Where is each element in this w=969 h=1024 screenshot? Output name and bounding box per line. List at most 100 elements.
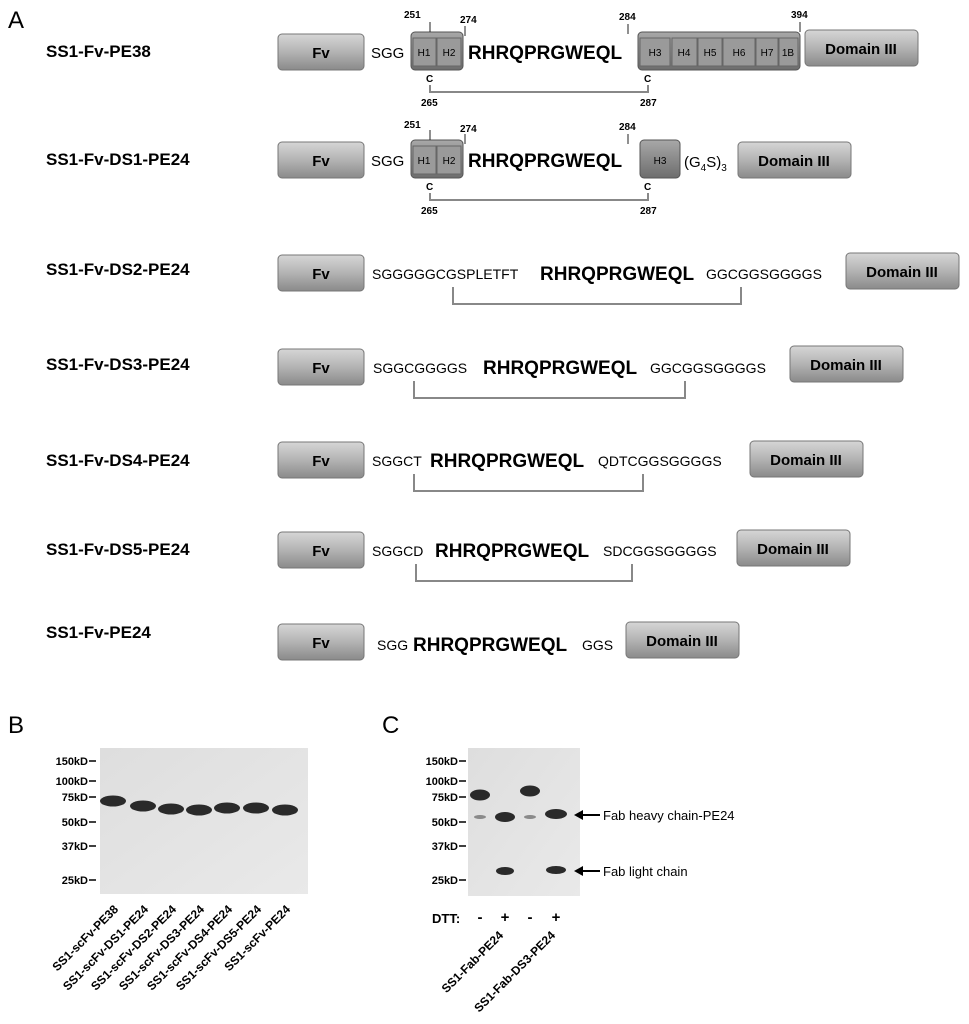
- cys-label-2: C: [644, 182, 651, 193]
- construct-name: SS1-Fv-DS1-PE24: [46, 150, 190, 169]
- domain-iii-label: Domain III: [866, 264, 938, 281]
- linker-left: SGG: [371, 45, 404, 62]
- helix-h4-label: H4: [678, 48, 691, 59]
- fv-box: [277, 33, 365, 71]
- gel-band: [524, 815, 536, 819]
- linker-left: SGGGGGCGSPLETFT: [372, 266, 519, 282]
- gel-b-image: [100, 748, 308, 894]
- residue-284: 284: [619, 122, 636, 133]
- dtt-sign: +: [501, 909, 510, 926]
- gel-band: [474, 815, 486, 819]
- domain-iii-label: Domain III: [646, 633, 718, 650]
- fv-box: [277, 141, 365, 179]
- construct-name: SS1-Fv-PE38: [46, 42, 151, 61]
- dtt-sign: -: [528, 909, 533, 926]
- core-sequence: RHRQPRGWEQL: [435, 541, 590, 562]
- dtt-sign: +: [552, 909, 561, 926]
- fv-label: Fv: [312, 45, 330, 62]
- gel-c-image: [468, 748, 580, 896]
- domain-iii-box: [845, 252, 960, 290]
- disulfide-bond: [415, 564, 633, 582]
- helix-h7: [755, 37, 779, 67]
- construct-row-4: SS1-Fv-DS3-PE24 Fv SGGCGGGGS RHRQPRGWEQL…: [46, 345, 904, 399]
- residue-284: 284: [619, 12, 636, 23]
- linker-right: (G4S)3: [684, 154, 727, 174]
- helix-h3-label: H3: [649, 48, 662, 59]
- fv-label: Fv: [312, 635, 330, 652]
- construct-name: SS1-Fv-DS5-PE24: [46, 540, 190, 559]
- helix-h2-label: H2: [443, 48, 456, 59]
- fv-label: Fv: [312, 153, 330, 170]
- linker-left: SGGCD: [372, 543, 423, 559]
- helix-h2-label: H2: [443, 156, 456, 167]
- marker-label: 75kD: [62, 792, 88, 804]
- disulfide-bond: [413, 381, 686, 399]
- panel-label-b: B: [8, 712, 24, 739]
- core-sequence: RHRQPRGWEQL: [430, 451, 585, 472]
- gel-band: [495, 812, 515, 822]
- cys-label-1: C: [426, 182, 433, 193]
- helix-h3-box: [639, 139, 681, 179]
- marker-label: 37kD: [432, 841, 458, 853]
- construct-row-2: SS1-Fv-DS1-PE24 Fv SGG H1 H2 RHRQPRGWEQL…: [46, 120, 852, 217]
- marker-label: 150kD: [56, 756, 88, 768]
- residue-274: 274: [460, 124, 477, 135]
- arrow-label-heavy-chain: Fab heavy chain-PE24: [603, 808, 735, 823]
- domain-iii-box: [789, 345, 904, 383]
- disulfide-bond: [413, 474, 644, 492]
- cys-label-2: C: [644, 74, 651, 85]
- helix-h7-label: H7: [761, 48, 774, 59]
- construct-name: SS1-Fv-PE24: [46, 623, 151, 642]
- marker-label: 25kD: [432, 875, 458, 887]
- marker-label: 25kD: [62, 875, 88, 887]
- arrowhead-heavy-chain: [574, 810, 583, 820]
- linker-left: SGG: [377, 637, 408, 653]
- linker-right: QDTCGGSGGGGS: [598, 453, 722, 469]
- domain-iii-box: [737, 141, 852, 179]
- residue-287: 287: [640, 206, 657, 217]
- gel-b-bands: [100, 795, 298, 816]
- panel-label-c: C: [382, 712, 399, 739]
- domain-iii-label: Domain III: [825, 41, 897, 58]
- helix-h5-label: H5: [704, 48, 717, 59]
- residue-251: 251: [404, 120, 421, 131]
- domain-iii-box: [749, 440, 864, 478]
- residue-287: 287: [640, 98, 657, 109]
- construct-name: SS1-Fv-DS2-PE24: [46, 260, 190, 279]
- linker-right: SDCGGSGGGGS: [603, 543, 717, 559]
- construct-name: SS1-Fv-DS3-PE24: [46, 355, 190, 374]
- domain-iii-label: Domain III: [810, 357, 882, 374]
- marker-label: 75kD: [432, 792, 458, 804]
- helix-h1-label: H1: [418, 48, 431, 59]
- panel-label-a: A: [8, 7, 24, 34]
- helix-1b: [778, 37, 799, 67]
- fv-box: [277, 254, 365, 292]
- gel-band: [158, 803, 184, 815]
- residue-251: 251: [404, 10, 421, 21]
- arrowhead-light-chain: [574, 866, 583, 876]
- helix-h6: [722, 37, 756, 67]
- helix-h3-label: H3: [654, 156, 667, 167]
- fv-box: [277, 531, 365, 569]
- dtt-label: DTT:: [432, 911, 460, 926]
- linker-right: GGCGGSGGGGS: [706, 266, 822, 282]
- helix-h2: [436, 37, 462, 67]
- core-sequence: RHRQPRGWEQL: [483, 358, 638, 379]
- fv-label: Fv: [312, 543, 330, 560]
- gel-b-lane-labels: SS1-scFv-PE38SS1-scFv-DS1-PE24SS1-scFv-D…: [49, 902, 293, 993]
- disulfide-bond: [429, 85, 649, 93]
- fv-label: Fv: [312, 266, 330, 283]
- gel-c-bands: [470, 785, 567, 875]
- gel-band: [100, 795, 126, 807]
- marker-label: 100kD: [56, 776, 88, 788]
- disulfide-bond: [429, 193, 649, 201]
- marker-label: 50kD: [62, 817, 88, 829]
- linker-right: GGCGGSGGGGS: [650, 360, 766, 376]
- helix-h6-label: H6: [733, 48, 746, 59]
- gel-band: [546, 866, 566, 874]
